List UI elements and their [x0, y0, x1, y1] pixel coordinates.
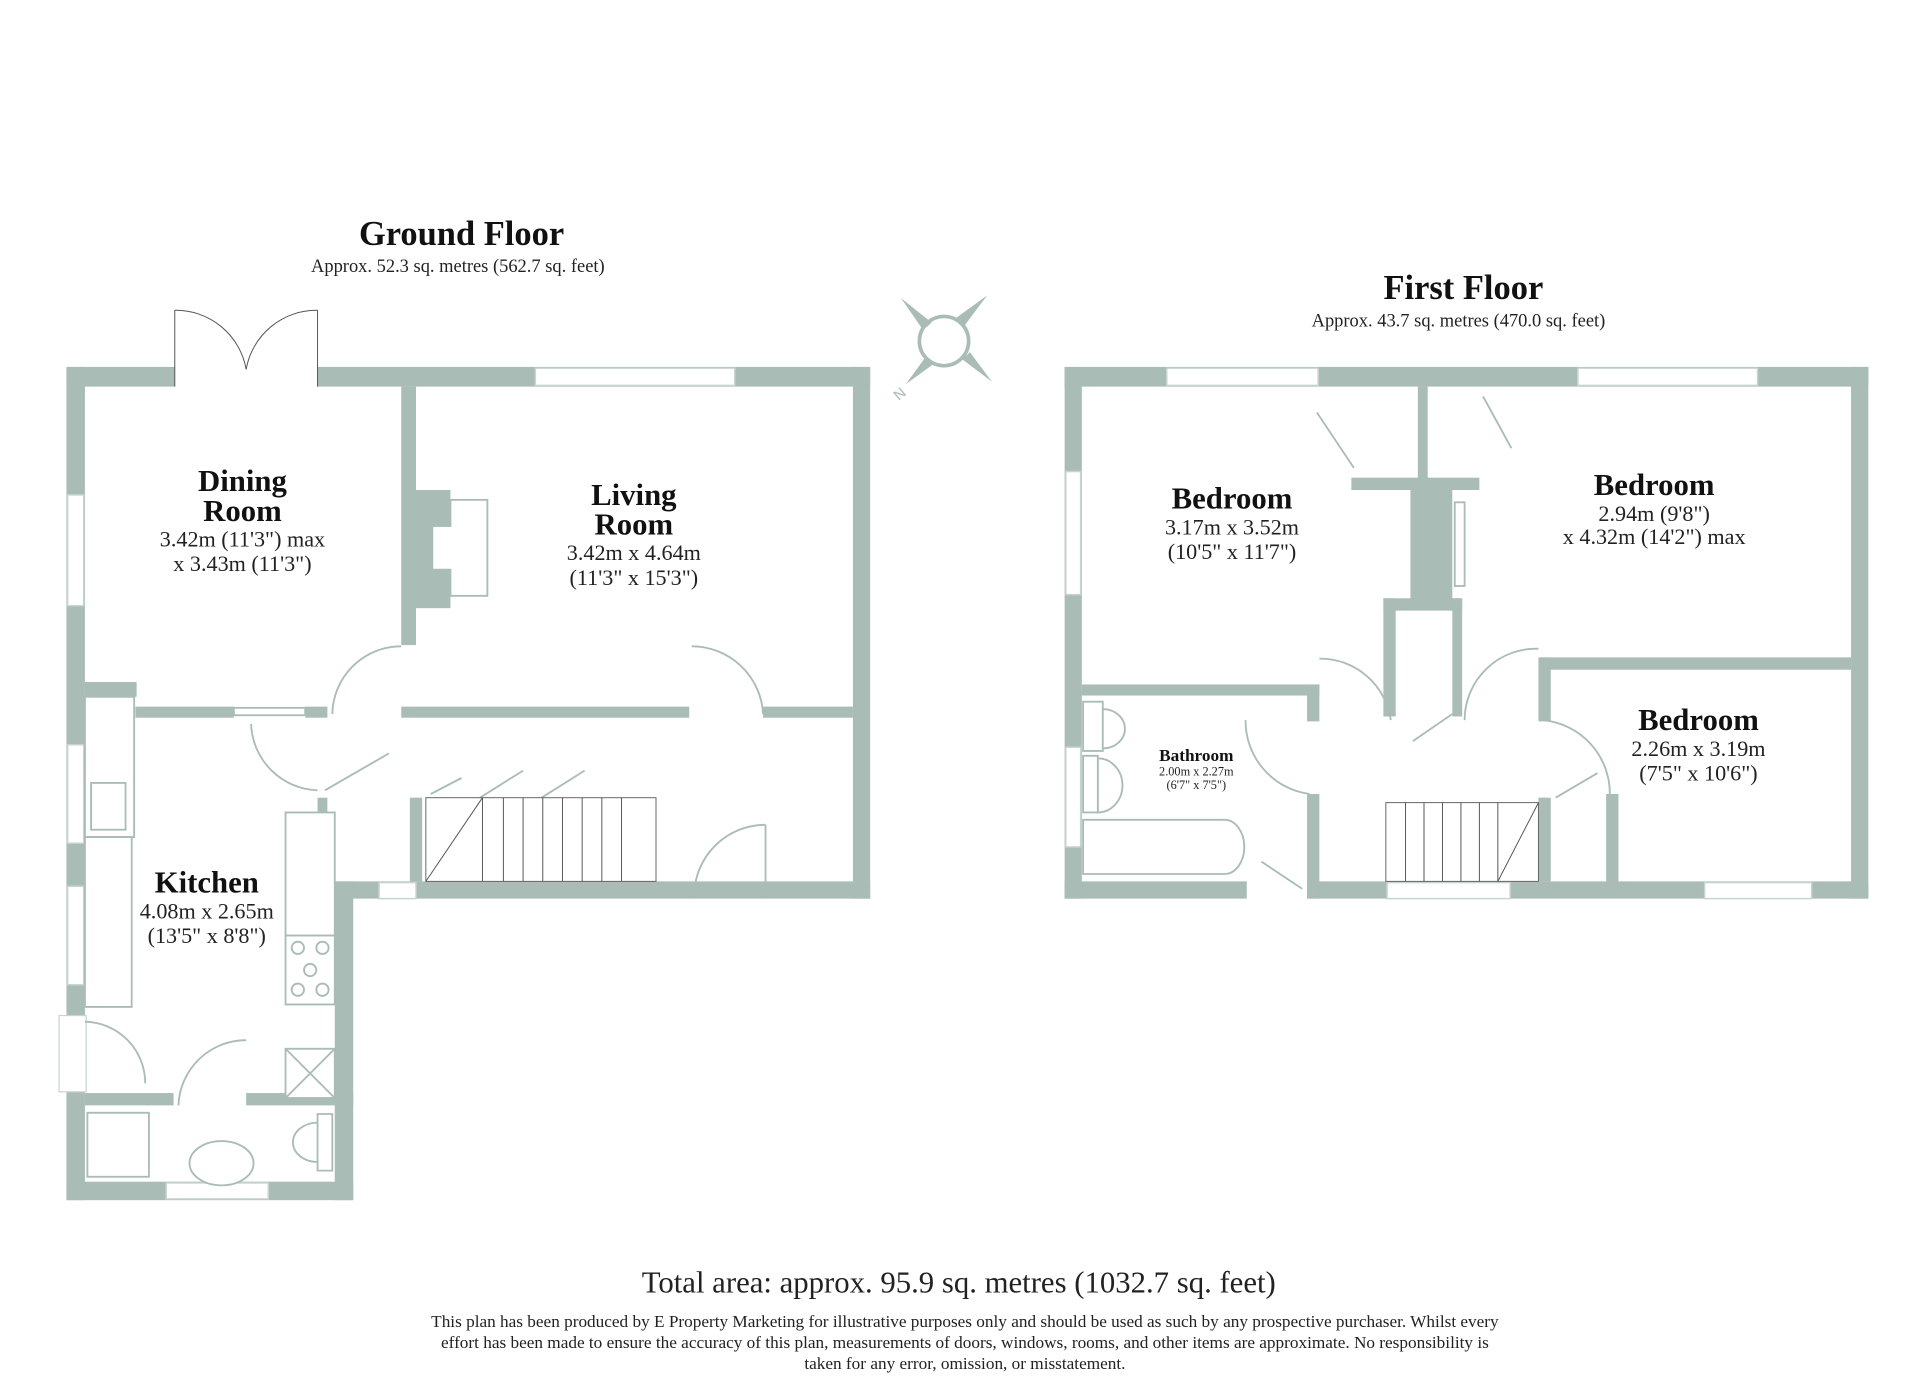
- room-name: Kitchen: [155, 865, 259, 899]
- ground-floor-doors: [84, 309, 767, 1106]
- kitchen: Kitchen 4.08m x 2.65m (13'5" x 8'8"): [140, 865, 274, 947]
- room-dimensions: x 4.32m (14'2") max: [1563, 524, 1746, 549]
- bathroom: Bathroom 2.00m x 2.27m (6'7" x 7'5"): [1159, 746, 1234, 792]
- dining-room: Dining Room 3.42m (11'3") max x 3.43m (1…: [160, 464, 325, 576]
- room-dimensions: 2.26m x 3.19m: [1631, 736, 1765, 761]
- first-floor-plan: First Floor Approx. 43.7 sq. metres (470…: [1064, 269, 1869, 900]
- room-name: Bedroom: [1172, 481, 1293, 515]
- bedroom-1: Bedroom 3.17m x 3.52m (10'5" x 11'7"): [1165, 481, 1299, 563]
- total-area: Total area: approx. 95.9 sq. metres (103…: [642, 1265, 1276, 1299]
- first-floor-title: First Floor: [1383, 269, 1543, 307]
- disclaimer-line: This plan has been produced by E Propert…: [431, 1312, 1499, 1331]
- room-dimensions: 2.00m x 2.27m: [1159, 765, 1234, 779]
- room-dimensions: 2.94m (9'8"): [1598, 501, 1709, 526]
- ground-floor-plan: Ground Floor Approx. 52.3 sq. metres (56…: [58, 215, 871, 1201]
- room-dimensions: (11'3" x 15'3"): [570, 565, 699, 590]
- disclaimer-line: effort has been made to ensure the accur…: [441, 1333, 1489, 1352]
- room-name: Bedroom: [1638, 703, 1759, 737]
- ground-floor-walls: [66, 366, 871, 1201]
- room-name: Dining: [198, 464, 287, 498]
- room-dimensions: (6'7" x 7'5"): [1167, 778, 1227, 792]
- room-dimensions: 4.08m x 2.65m: [140, 898, 274, 923]
- room-name: Living: [591, 478, 677, 512]
- room-dimensions: x 3.43m (11'3"): [173, 551, 311, 576]
- ground-floor-title: Ground Floor: [359, 215, 564, 253]
- compass-north-label: N: [891, 385, 909, 404]
- room-dimensions: (10'5" x 11'7"): [1168, 539, 1297, 564]
- room-dimensions: (13'5" x 8'8"): [148, 923, 266, 948]
- ground-floor-area: Approx. 52.3 sq. metres (562.7 sq. feet): [311, 256, 605, 277]
- bedroom-3: Bedroom 2.26m x 3.19m (7'5" x 10'6"): [1631, 703, 1765, 785]
- kitchen-fixtures: [84, 695, 336, 1187]
- ground-floor-stairs: [425, 797, 657, 882]
- room-name: Room: [203, 494, 282, 528]
- first-floor-area: Approx. 43.7 sq. metres (470.0 sq. feet): [1312, 310, 1606, 331]
- room-dimensions: 3.17m x 3.52m: [1165, 514, 1299, 539]
- room-name: Room: [595, 507, 674, 541]
- compass-icon: N: [891, 295, 992, 404]
- first-floor-stairs: [1385, 802, 1539, 882]
- living-room: Living Room 3.42m x 4.64m (11'3" x 15'3"…: [567, 478, 701, 590]
- first-floor-doors: [1244, 396, 1611, 890]
- disclaimer-line: taken for any error, omission, or missta…: [804, 1354, 1125, 1373]
- first-floor-windows: [1065, 367, 1813, 900]
- room-dimensions: 3.42m (11'3") max: [160, 527, 325, 552]
- room-name: Bathroom: [1159, 746, 1234, 765]
- room-dimensions: 3.42m x 4.64m: [567, 540, 701, 565]
- bedroom-2: Bedroom 2.94m (9'8") x 4.32m (14'2") max: [1563, 468, 1746, 549]
- room-dimensions: (7'5" x 10'6"): [1639, 760, 1757, 785]
- bathroom-fixtures: [1082, 700, 1246, 875]
- ground-floor-windows: [58, 367, 736, 1200]
- room-name: Bedroom: [1594, 468, 1715, 502]
